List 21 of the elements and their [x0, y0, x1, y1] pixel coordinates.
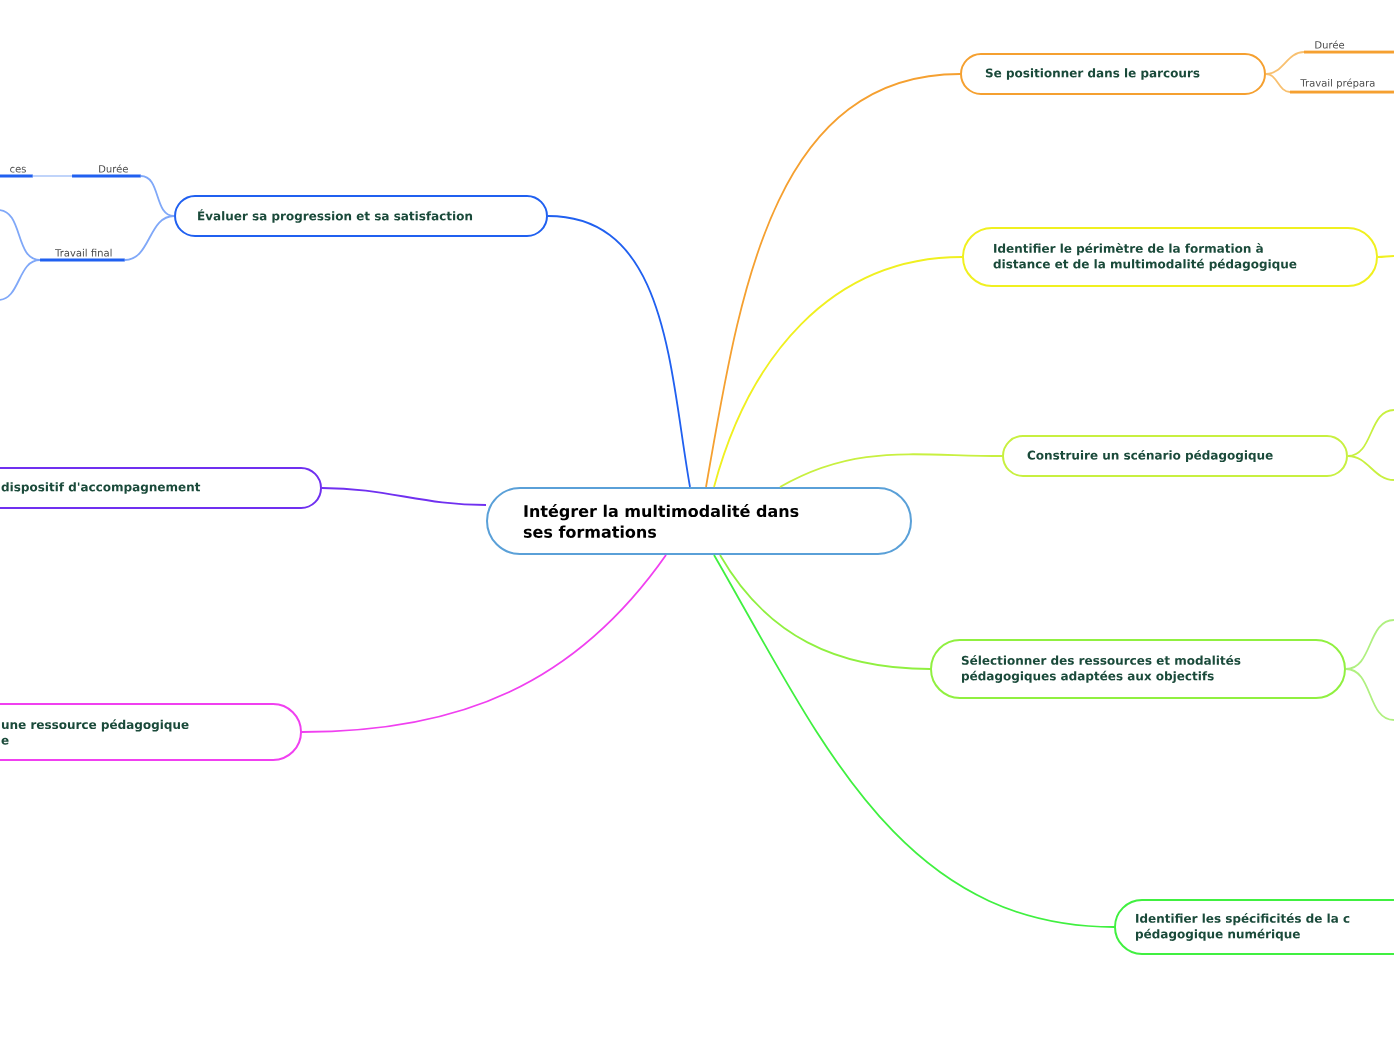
branch-line [0, 209, 41, 261]
branch-line [547, 215, 691, 488]
branch-line [301, 554, 667, 733]
branch-line [321, 487, 487, 506]
branch-line [139, 175, 175, 217]
branch-line [1347, 455, 1394, 481]
branch-line [705, 73, 961, 488]
branch-line [719, 554, 931, 670]
branch-line [713, 256, 963, 488]
branch-line [123, 215, 175, 261]
branch-line [779, 453, 1003, 488]
branch-line [1377, 255, 1394, 258]
topic-box: Intégrer la multimodalité dans ses formations [486, 487, 912, 555]
branch-line [1265, 51, 1305, 75]
branch-line [1347, 409, 1394, 457]
branch-line [1345, 619, 1394, 670]
branch-line [1265, 73, 1291, 93]
branch-line [0, 259, 41, 301]
branch-line [713, 554, 1115, 928]
branch-line [31, 175, 73, 177]
branch-line [1345, 668, 1394, 721]
